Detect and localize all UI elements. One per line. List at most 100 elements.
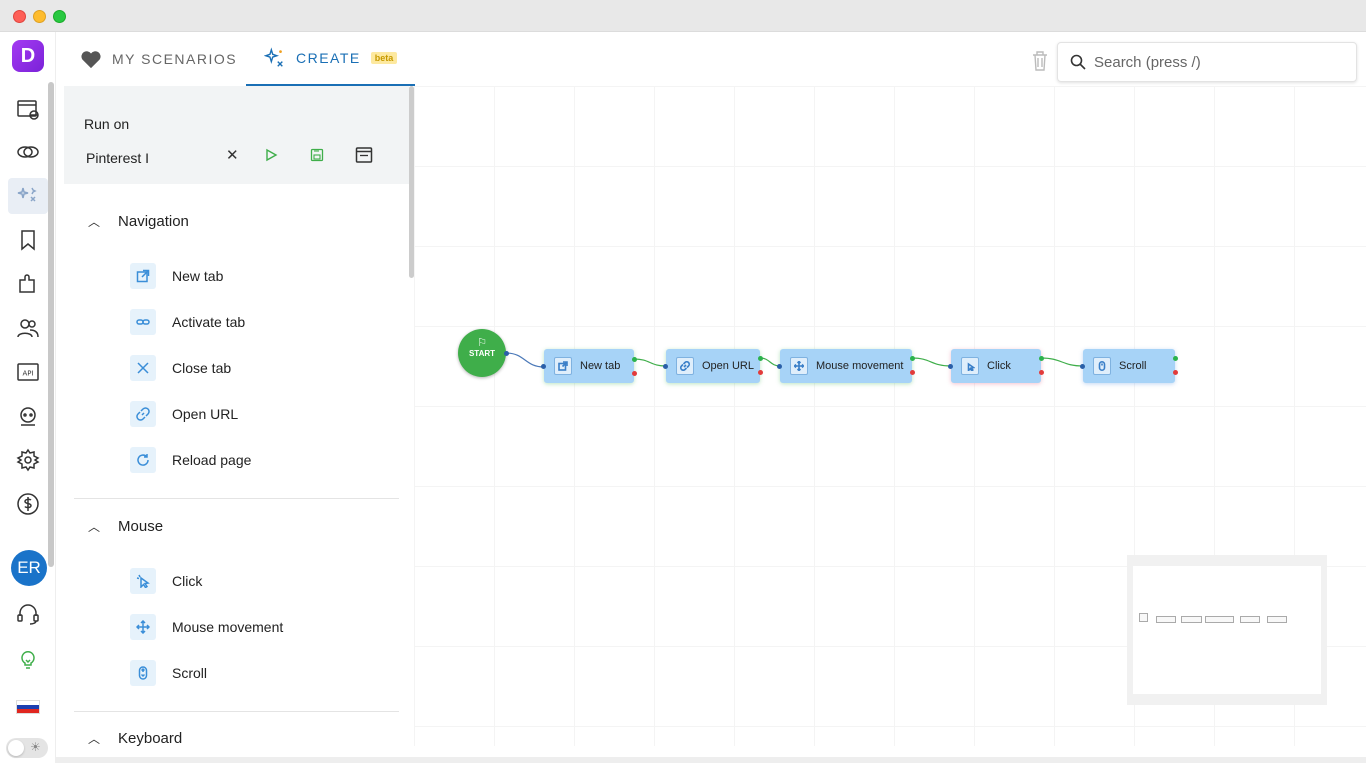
theme-toggle-knob xyxy=(8,740,24,756)
input-port[interactable] xyxy=(1080,364,1085,369)
error-port[interactable] xyxy=(632,371,637,376)
billing-dollar-icon[interactable] xyxy=(14,490,42,518)
success-port[interactable] xyxy=(1173,356,1178,361)
chevron-up-icon: ︿ xyxy=(88,215,101,229)
start-output-port[interactable] xyxy=(504,351,509,356)
action-click[interactable]: Click xyxy=(130,568,202,594)
language-flag-icon[interactable] xyxy=(16,700,40,714)
top-tabs: MY SCENARIOS CREATE beta xyxy=(56,32,1056,86)
flow-node-new-tab[interactable]: New tab xyxy=(544,349,634,383)
error-port[interactable] xyxy=(910,370,915,375)
action-label: Activate tab xyxy=(172,314,246,330)
action-scroll[interactable]: Scroll xyxy=(130,660,207,686)
api-icon[interactable]: API xyxy=(14,358,42,386)
error-port[interactable] xyxy=(1173,370,1178,375)
mouse-scroll-icon xyxy=(130,660,156,686)
bookmark-icon[interactable] xyxy=(14,226,42,254)
status-bar xyxy=(56,757,1366,763)
trash-icon[interactable] xyxy=(1030,50,1050,72)
action-label: Reload page xyxy=(172,452,252,468)
move-arrows-icon xyxy=(790,357,808,375)
section-divider xyxy=(74,711,399,712)
start-node-label: START xyxy=(468,349,496,358)
run-on-profile-select[interactable]: Pinterest I xyxy=(86,150,150,166)
robot-icon[interactable] xyxy=(14,402,42,430)
error-port[interactable] xyxy=(758,370,763,375)
run-play-icon[interactable] xyxy=(264,148,278,162)
user-avatar[interactable]: ER xyxy=(11,550,47,586)
success-port[interactable] xyxy=(758,356,763,361)
settings-gear-icon[interactable] xyxy=(14,446,42,474)
action-label: Open URL xyxy=(172,406,239,422)
action-reload-page[interactable]: Reload page xyxy=(130,447,251,473)
input-port[interactable] xyxy=(541,364,546,369)
action-label: Mouse movement xyxy=(172,619,284,635)
section-keyboard-header[interactable]: ︿ Keyboard xyxy=(88,730,182,746)
clear-profile-icon[interactable]: ✕ xyxy=(226,147,239,164)
flow-node-label: Scroll xyxy=(1119,360,1147,372)
flow-node-click[interactable]: Click xyxy=(951,349,1041,383)
section-mouse-header[interactable]: ︿ Mouse xyxy=(88,518,163,535)
action-activate-tab[interactable]: Activate tab xyxy=(130,309,245,335)
app-logo[interactable]: D xyxy=(12,40,44,72)
search-input[interactable] xyxy=(1094,53,1334,71)
input-port[interactable] xyxy=(777,364,782,369)
action-label: Close tab xyxy=(172,360,232,376)
window-titlebar xyxy=(0,0,1366,32)
start-node[interactable]: ⚐ START xyxy=(458,329,506,377)
create-automation-icon[interactable] xyxy=(8,178,48,214)
canvas-minimap[interactable] xyxy=(1127,555,1327,705)
external-link-icon xyxy=(554,357,572,375)
extensions-puzzle-icon[interactable] xyxy=(14,270,42,298)
chevron-up-icon: ︿ xyxy=(88,520,101,534)
flow-node-scroll[interactable]: Scroll xyxy=(1083,349,1175,383)
section-navigation-header[interactable]: ︿ Navigation xyxy=(88,213,189,230)
theme-toggle[interactable]: ☀ xyxy=(6,738,48,758)
rail-scrollbar[interactable] xyxy=(48,82,54,567)
team-users-icon[interactable] xyxy=(14,314,42,342)
error-port[interactable] xyxy=(1039,370,1044,375)
action-mouse-movement[interactable]: Mouse movement xyxy=(130,614,283,640)
toggle-panel-icon[interactable] xyxy=(355,146,373,164)
minimize-window-button[interactable] xyxy=(33,10,46,23)
flag-icon: ⚐ xyxy=(477,337,487,349)
input-port[interactable] xyxy=(663,364,668,369)
ideas-lightbulb-icon[interactable] xyxy=(14,646,42,674)
flow-node-label: Mouse movement xyxy=(816,360,904,372)
tab-create[interactable]: CREATE beta xyxy=(246,32,416,86)
action-label: New tab xyxy=(172,268,224,284)
action-new-tab[interactable]: New tab xyxy=(130,263,223,289)
flow-node-label: Open URL xyxy=(702,360,754,372)
section-keyboard-title: Keyboard xyxy=(118,730,183,746)
tab-create-label: CREATE xyxy=(296,50,361,66)
chevron-up-icon: ︿ xyxy=(88,732,101,746)
success-port[interactable] xyxy=(910,356,915,361)
flow-node-label: Click xyxy=(987,360,1011,372)
maximize-window-button[interactable] xyxy=(53,10,66,23)
flow-node-mouse-movement[interactable]: Mouse movement xyxy=(780,349,912,383)
flow-node-open-url[interactable]: Open URL xyxy=(666,349,760,383)
browser-profiles-icon[interactable] xyxy=(14,96,42,124)
search-icon xyxy=(1070,54,1086,70)
success-port[interactable] xyxy=(1039,356,1044,361)
left-nav-rail: D API ER ☀ xyxy=(0,32,56,763)
panel-scrollbar[interactable] xyxy=(409,86,414,278)
action-close-tab[interactable]: Close tab xyxy=(130,355,231,381)
success-port[interactable] xyxy=(632,357,637,362)
run-on-bar: Run on Pinterest I ✕ xyxy=(64,86,409,184)
action-label: Click xyxy=(172,573,203,589)
input-port[interactable] xyxy=(948,364,953,369)
minimap-node xyxy=(1181,616,1202,623)
close-window-button[interactable] xyxy=(13,10,26,23)
flow-canvas[interactable] xyxy=(414,86,1366,746)
search-box[interactable] xyxy=(1057,42,1357,82)
save-icon[interactable] xyxy=(310,148,324,162)
support-headset-icon[interactable] xyxy=(14,600,42,628)
action-open-url[interactable]: Open URL xyxy=(130,401,238,427)
tab-my-scenarios[interactable]: MY SCENARIOS xyxy=(80,32,237,86)
chain-link-icon xyxy=(676,357,694,375)
minimap-start-node xyxy=(1139,613,1148,622)
close-icon xyxy=(130,355,156,381)
proxies-link-icon[interactable] xyxy=(14,138,42,166)
reload-icon xyxy=(130,447,156,473)
